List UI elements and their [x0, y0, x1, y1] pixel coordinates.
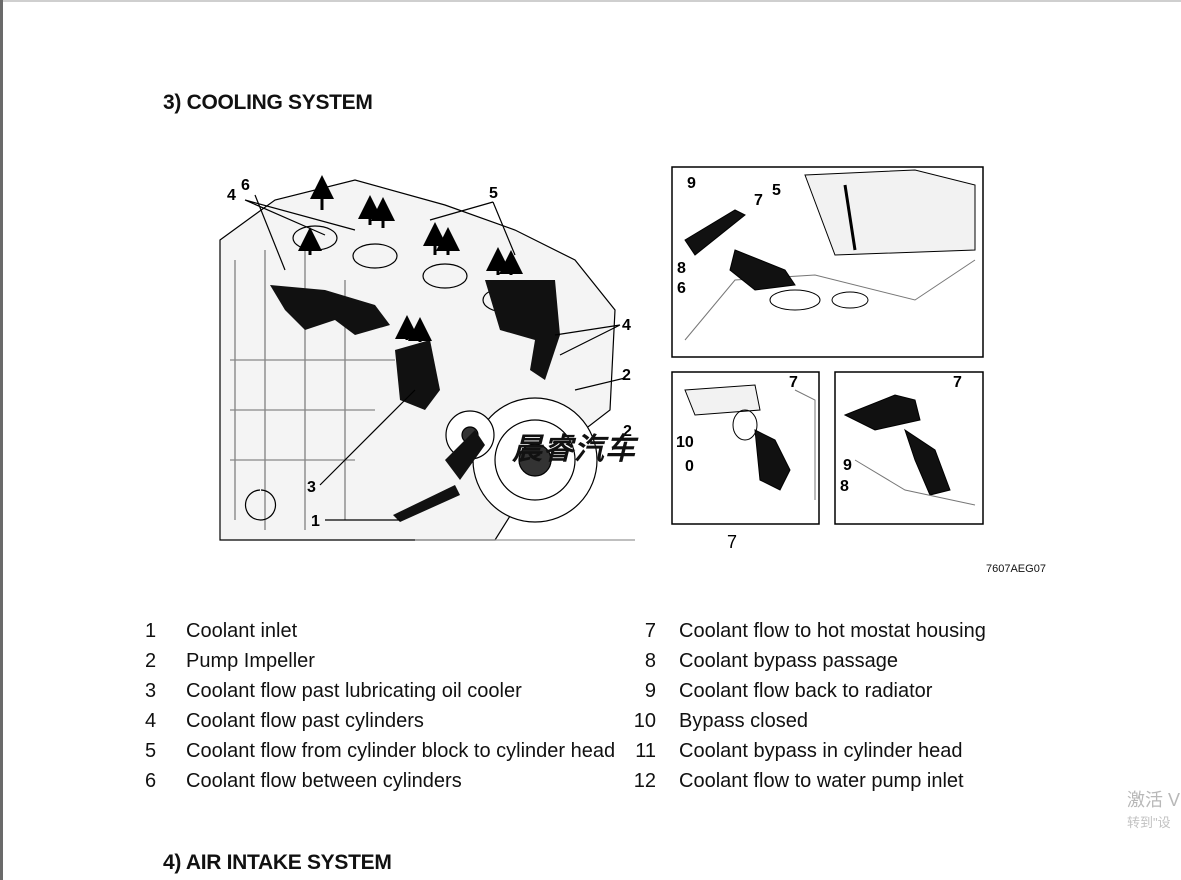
top-border: [0, 0, 1181, 2]
main-callout-labels: 6 4 5 4 2 3 1 2: [227, 177, 632, 530]
callout-4: 4: [227, 187, 236, 204]
inset-top: [671, 166, 984, 358]
inset-bottom-left: [671, 371, 820, 525]
svg-text:8: 8: [677, 260, 686, 277]
coolant-passages: [270, 280, 560, 522]
svg-text:6: 6: [677, 280, 686, 297]
inset-bottom-right: [834, 371, 984, 525]
svg-text:5: 5: [772, 182, 781, 199]
callout-4b: 4: [622, 317, 631, 334]
svg-text:8: 8: [840, 478, 849, 495]
svg-text:7: 7: [727, 532, 737, 550]
figure-code: 7607AEG07: [986, 563, 1046, 575]
activation-watermark-sub: 转到"设: [1127, 815, 1171, 830]
svg-text:10: 10: [676, 434, 694, 451]
callout-1: 1: [311, 513, 320, 530]
svg-text:9: 9: [687, 175, 696, 192]
inset-bottom-right-labels: 7 9 8: [840, 374, 962, 495]
flow-arrows: [298, 175, 523, 342]
svg-text:7: 7: [789, 374, 798, 391]
left-border: [0, 0, 3, 880]
activation-watermark: 激活 V: [1127, 790, 1181, 810]
callout-3: 3: [307, 479, 316, 496]
callout-2b: 2: [623, 423, 632, 440]
callout-6: 6: [241, 177, 250, 194]
cooling-system-diagram: 6 4 5 4 2 3 1 2 9 7 5 8 6 7 10 0 7: [219, 166, 984, 550]
section-title-cooling: 3) COOLING SYSTEM: [163, 91, 373, 114]
inset-top-labels: 9 7 5 8 6: [677, 175, 781, 297]
chinese-watermark: 晨睿汽车: [512, 432, 636, 467]
svg-text:9: 9: [843, 457, 852, 474]
callout-2: 2: [622, 367, 631, 384]
svg-text:0: 0: [685, 458, 694, 475]
svg-text:7: 7: [754, 192, 763, 209]
svg-text:7: 7: [953, 374, 962, 391]
section-title-air-intake: 4) AIR INTAKE SYSTEM: [163, 851, 392, 874]
callout-5: 5: [489, 185, 498, 202]
inset-bottom-left-labels: 7 10 0 7: [676, 374, 798, 550]
leader-lines: [244, 194, 626, 521]
